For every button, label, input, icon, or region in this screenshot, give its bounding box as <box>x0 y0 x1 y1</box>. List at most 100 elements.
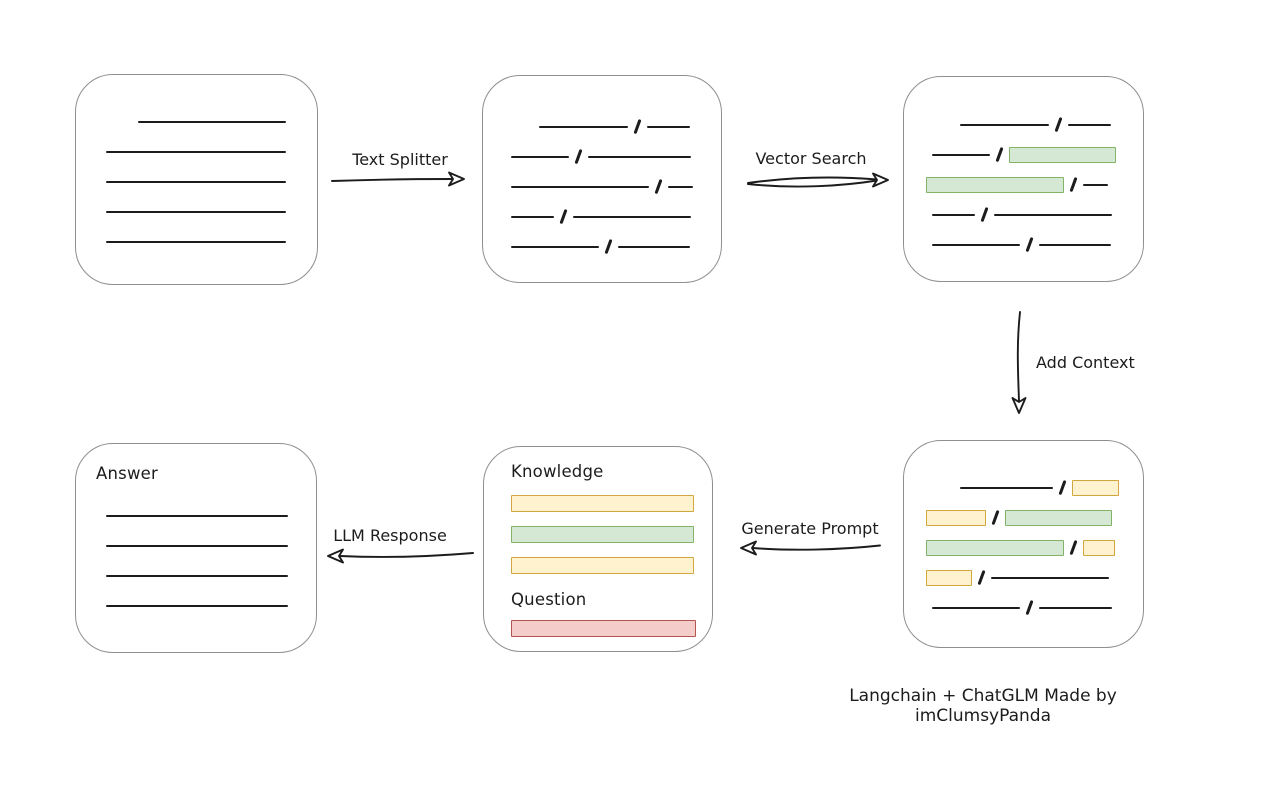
line-segment <box>106 211 286 213</box>
line-segment <box>106 181 286 183</box>
text-row <box>483 172 721 202</box>
gap-segment <box>96 516 106 517</box>
document-box <box>75 74 318 285</box>
text-row <box>76 591 316 621</box>
vector-search-arrow <box>747 176 878 184</box>
line-segment <box>511 216 554 218</box>
line-segment <box>106 515 288 517</box>
green-segment <box>926 177 1064 193</box>
text-splitter-arrowhead <box>448 171 465 187</box>
line-segment <box>572 216 691 218</box>
vector-search-label: Vector Search <box>755 149 867 168</box>
vector-search-arrowhead <box>872 172 889 188</box>
text-row <box>904 563 1143 593</box>
line-segment <box>106 575 288 577</box>
text-row <box>904 200 1143 230</box>
document-lines <box>76 75 317 257</box>
text-row <box>483 142 721 172</box>
slash-separator <box>1058 479 1067 495</box>
gap-segment <box>503 127 539 128</box>
text-splitter-arrow <box>331 178 453 182</box>
gap-segment <box>503 247 511 248</box>
line-segment <box>960 487 1053 489</box>
prompt-box: Knowledge Question <box>483 446 713 652</box>
context-box <box>903 440 1144 648</box>
gap-segment <box>96 122 138 123</box>
line-segment <box>1082 184 1108 186</box>
text-row <box>483 112 721 142</box>
text-row <box>904 230 1143 260</box>
slash-separator <box>574 148 583 164</box>
gap-segment <box>924 608 932 609</box>
line-segment <box>932 607 1020 609</box>
add-context-arrowhead <box>1011 397 1027 414</box>
slash-separator <box>1025 236 1034 252</box>
text-row <box>904 533 1143 563</box>
line-segment <box>993 214 1112 216</box>
yellow-segment <box>926 570 972 586</box>
knowledge-bars <box>511 495 694 574</box>
line-segment <box>932 214 975 216</box>
line-segment <box>138 121 286 123</box>
gap-segment <box>503 217 511 218</box>
gap-segment <box>96 152 106 153</box>
line-segment <box>617 246 690 248</box>
text-row <box>483 202 721 232</box>
text-row <box>483 232 721 262</box>
split-chunks-lines <box>483 76 721 262</box>
text-row <box>904 140 1143 170</box>
slash-separator <box>1069 539 1078 555</box>
gap-segment <box>924 215 932 216</box>
slash-separator <box>995 146 1004 162</box>
green-highlight-bar <box>511 526 694 543</box>
slash-separator <box>1054 116 1063 132</box>
slash-separator <box>991 509 1000 525</box>
slash-separator <box>1069 176 1078 192</box>
slash-separator <box>977 569 986 585</box>
green-segment <box>1004 510 1112 526</box>
text-row <box>76 167 317 197</box>
gap-segment <box>96 546 106 547</box>
line-segment <box>646 126 690 128</box>
text-row <box>904 503 1143 533</box>
line-segment <box>106 545 288 547</box>
llm-response-arrowhead <box>327 548 344 564</box>
yellow-segment <box>1071 480 1119 496</box>
text-row <box>76 561 316 591</box>
line-segment <box>106 151 286 153</box>
slash-separator <box>980 206 989 222</box>
gap-segment <box>924 245 932 246</box>
line-segment <box>667 186 693 188</box>
text-splitter-label: Text Splitter <box>352 150 448 169</box>
line-segment <box>511 246 599 248</box>
slash-separator <box>1025 599 1034 615</box>
answer-lines <box>76 483 316 621</box>
line-segment <box>511 186 649 188</box>
line-segment <box>960 124 1049 126</box>
vector-search-result-lines <box>904 77 1143 260</box>
gap-segment <box>96 182 106 183</box>
gap-segment <box>96 606 106 607</box>
slash-separator <box>559 208 568 224</box>
text-row <box>76 107 317 137</box>
line-segment <box>1038 607 1112 609</box>
line-segment <box>106 605 288 607</box>
gap-segment <box>503 157 511 158</box>
text-row <box>904 110 1143 140</box>
gap-segment <box>96 242 106 243</box>
answer-heading: Answer <box>96 464 158 483</box>
line-segment <box>932 244 1020 246</box>
red-highlight-bar <box>511 620 696 637</box>
add-context-arrow <box>1016 311 1021 402</box>
line-segment <box>539 126 628 128</box>
yellow-highlight-bar <box>511 557 694 574</box>
text-row <box>76 531 316 561</box>
gap-segment <box>924 155 932 156</box>
answer-box: Answer <box>75 443 317 653</box>
text-row <box>904 170 1143 200</box>
gap-segment <box>503 187 511 188</box>
vector-search-arrow-2 <box>747 179 878 188</box>
gap-segment <box>924 488 960 489</box>
slash-separator <box>633 118 642 134</box>
